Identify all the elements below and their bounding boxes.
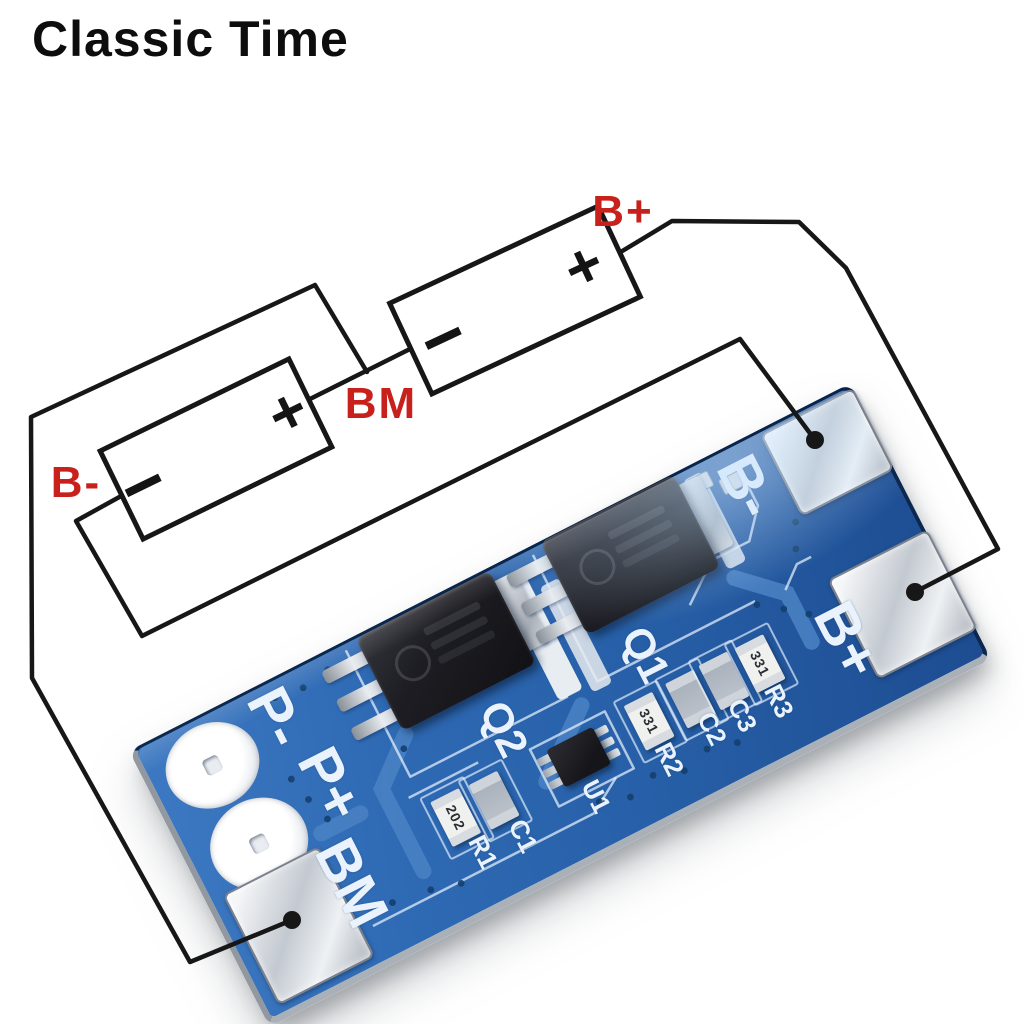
- page-title: Classic Time: [32, 11, 349, 67]
- smd-code: 202: [442, 802, 469, 833]
- smd-code: 331: [636, 705, 663, 737]
- chip-logo-icon: [388, 638, 438, 688]
- cell2-minus-symbol: −: [405, 290, 480, 385]
- cell1-plus-symbol: +: [256, 373, 320, 452]
- label-b-plus: B+: [592, 187, 654, 236]
- smd-code: 331: [746, 648, 774, 680]
- label-b-minus: B-: [50, 458, 102, 507]
- bms-board: 202 331 331 P- P+ BM B- B+ Q2 Q1 U1 R1 C…: [128, 383, 992, 1024]
- label-bm: BM: [344, 379, 418, 428]
- cell2-plus-symbol: +: [552, 227, 615, 306]
- cell1-minus-symbol: −: [105, 437, 181, 532]
- chip-logo-icon: [573, 542, 622, 592]
